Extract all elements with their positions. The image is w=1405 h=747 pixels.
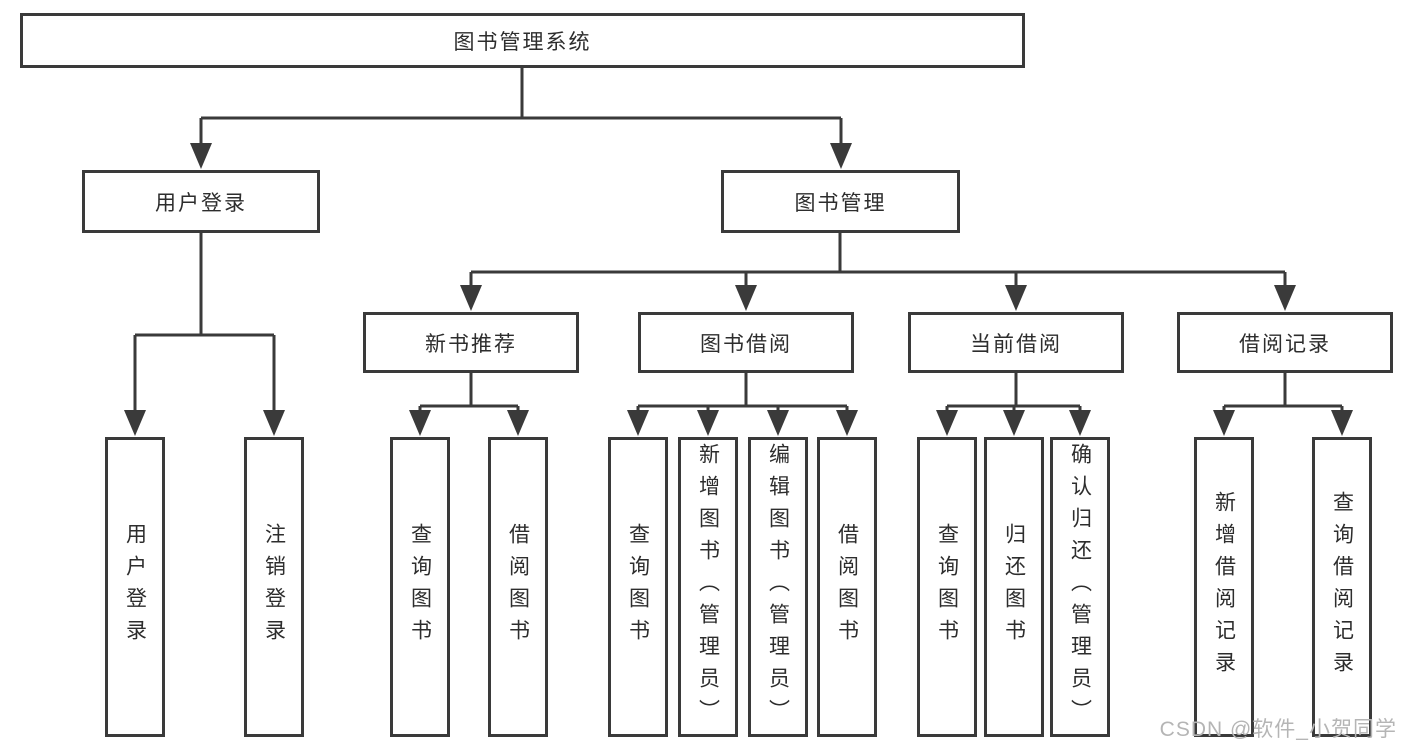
leaf-add-borrow-record: 新增借阅记录	[1194, 437, 1254, 737]
node-book-management: 图书管理	[721, 170, 960, 233]
node-user-login: 用户登录	[82, 170, 320, 233]
leaf-add-book-admin: 新增图书（管理员）	[678, 437, 738, 737]
node-library-system: 图书管理系统	[20, 13, 1025, 68]
leaf-logout: 注销登录	[244, 437, 304, 737]
node-new-book-recommend: 新书推荐	[363, 312, 579, 373]
leaf-confirm-return-admin: 确认归还（管理员）	[1050, 437, 1110, 737]
node-current-borrow: 当前借阅	[908, 312, 1124, 373]
leaf-return-book: 归还图书	[984, 437, 1044, 737]
leaf-query-borrow-record: 查询借阅记录	[1312, 437, 1372, 737]
leaf-user-login: 用户登录	[105, 437, 165, 737]
node-borrow-records: 借阅记录	[1177, 312, 1393, 373]
leaf-query-books-current: 查询图书	[917, 437, 977, 737]
leaf-query-books-recommend: 查询图书	[390, 437, 450, 737]
leaf-query-books-borrow: 查询图书	[608, 437, 668, 737]
leaf-borrow-books: 借阅图书	[817, 437, 877, 737]
leaf-borrow-books-recommend: 借阅图书	[488, 437, 548, 737]
node-book-borrow: 图书借阅	[638, 312, 854, 373]
watermark: CSDN @软件_小贺同学	[1159, 718, 1397, 741]
leaf-edit-book-admin: 编辑图书（管理员）	[748, 437, 808, 737]
